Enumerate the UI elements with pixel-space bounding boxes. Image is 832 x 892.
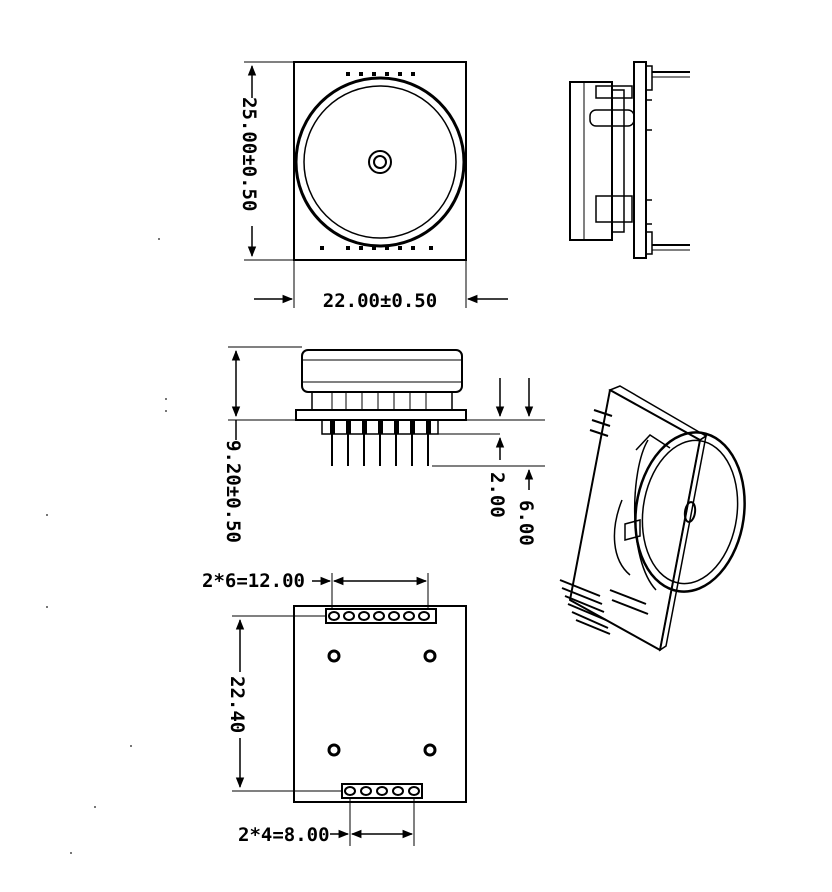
top-pin-dots xyxy=(320,72,433,250)
width-top-label: 22.00±0.50 xyxy=(323,290,437,312)
pin-length-label: 6.00 xyxy=(515,500,537,546)
top-view: 25.00±0.50 22.00±0.50 xyxy=(238,61,508,312)
front-side-view: 9.20±0.50 2.00 6.00 xyxy=(222,346,545,546)
pitch-bottom-pins-label: 2*4=8.00 xyxy=(238,824,330,846)
right-side-view xyxy=(569,61,690,259)
sound-hole-inner xyxy=(373,155,387,169)
pitch-top-pins-label: 2*6=12.00 xyxy=(202,570,305,592)
pcb-board xyxy=(295,409,467,421)
pin-row xyxy=(330,420,431,434)
buzzer-outer-ring xyxy=(294,76,466,248)
pin-gap-label: 2.00 xyxy=(486,472,508,518)
height-top-label: 25.00±0.50 xyxy=(238,97,260,211)
scan-specks xyxy=(46,238,167,854)
top-view-outline xyxy=(293,61,467,261)
bottom-view: 2*6=12.00 22.40 2*4=8.00 xyxy=(202,570,467,846)
bottom-view-outline xyxy=(293,605,467,803)
isometric-view xyxy=(559,385,746,652)
sound-hole xyxy=(368,150,392,174)
buzzer-inner-ring xyxy=(303,85,457,239)
buzzer-body xyxy=(301,349,463,393)
height-side-label: 9.20±0.50 xyxy=(222,440,244,543)
pin-row-spacing-label: 22.40 xyxy=(226,676,248,733)
